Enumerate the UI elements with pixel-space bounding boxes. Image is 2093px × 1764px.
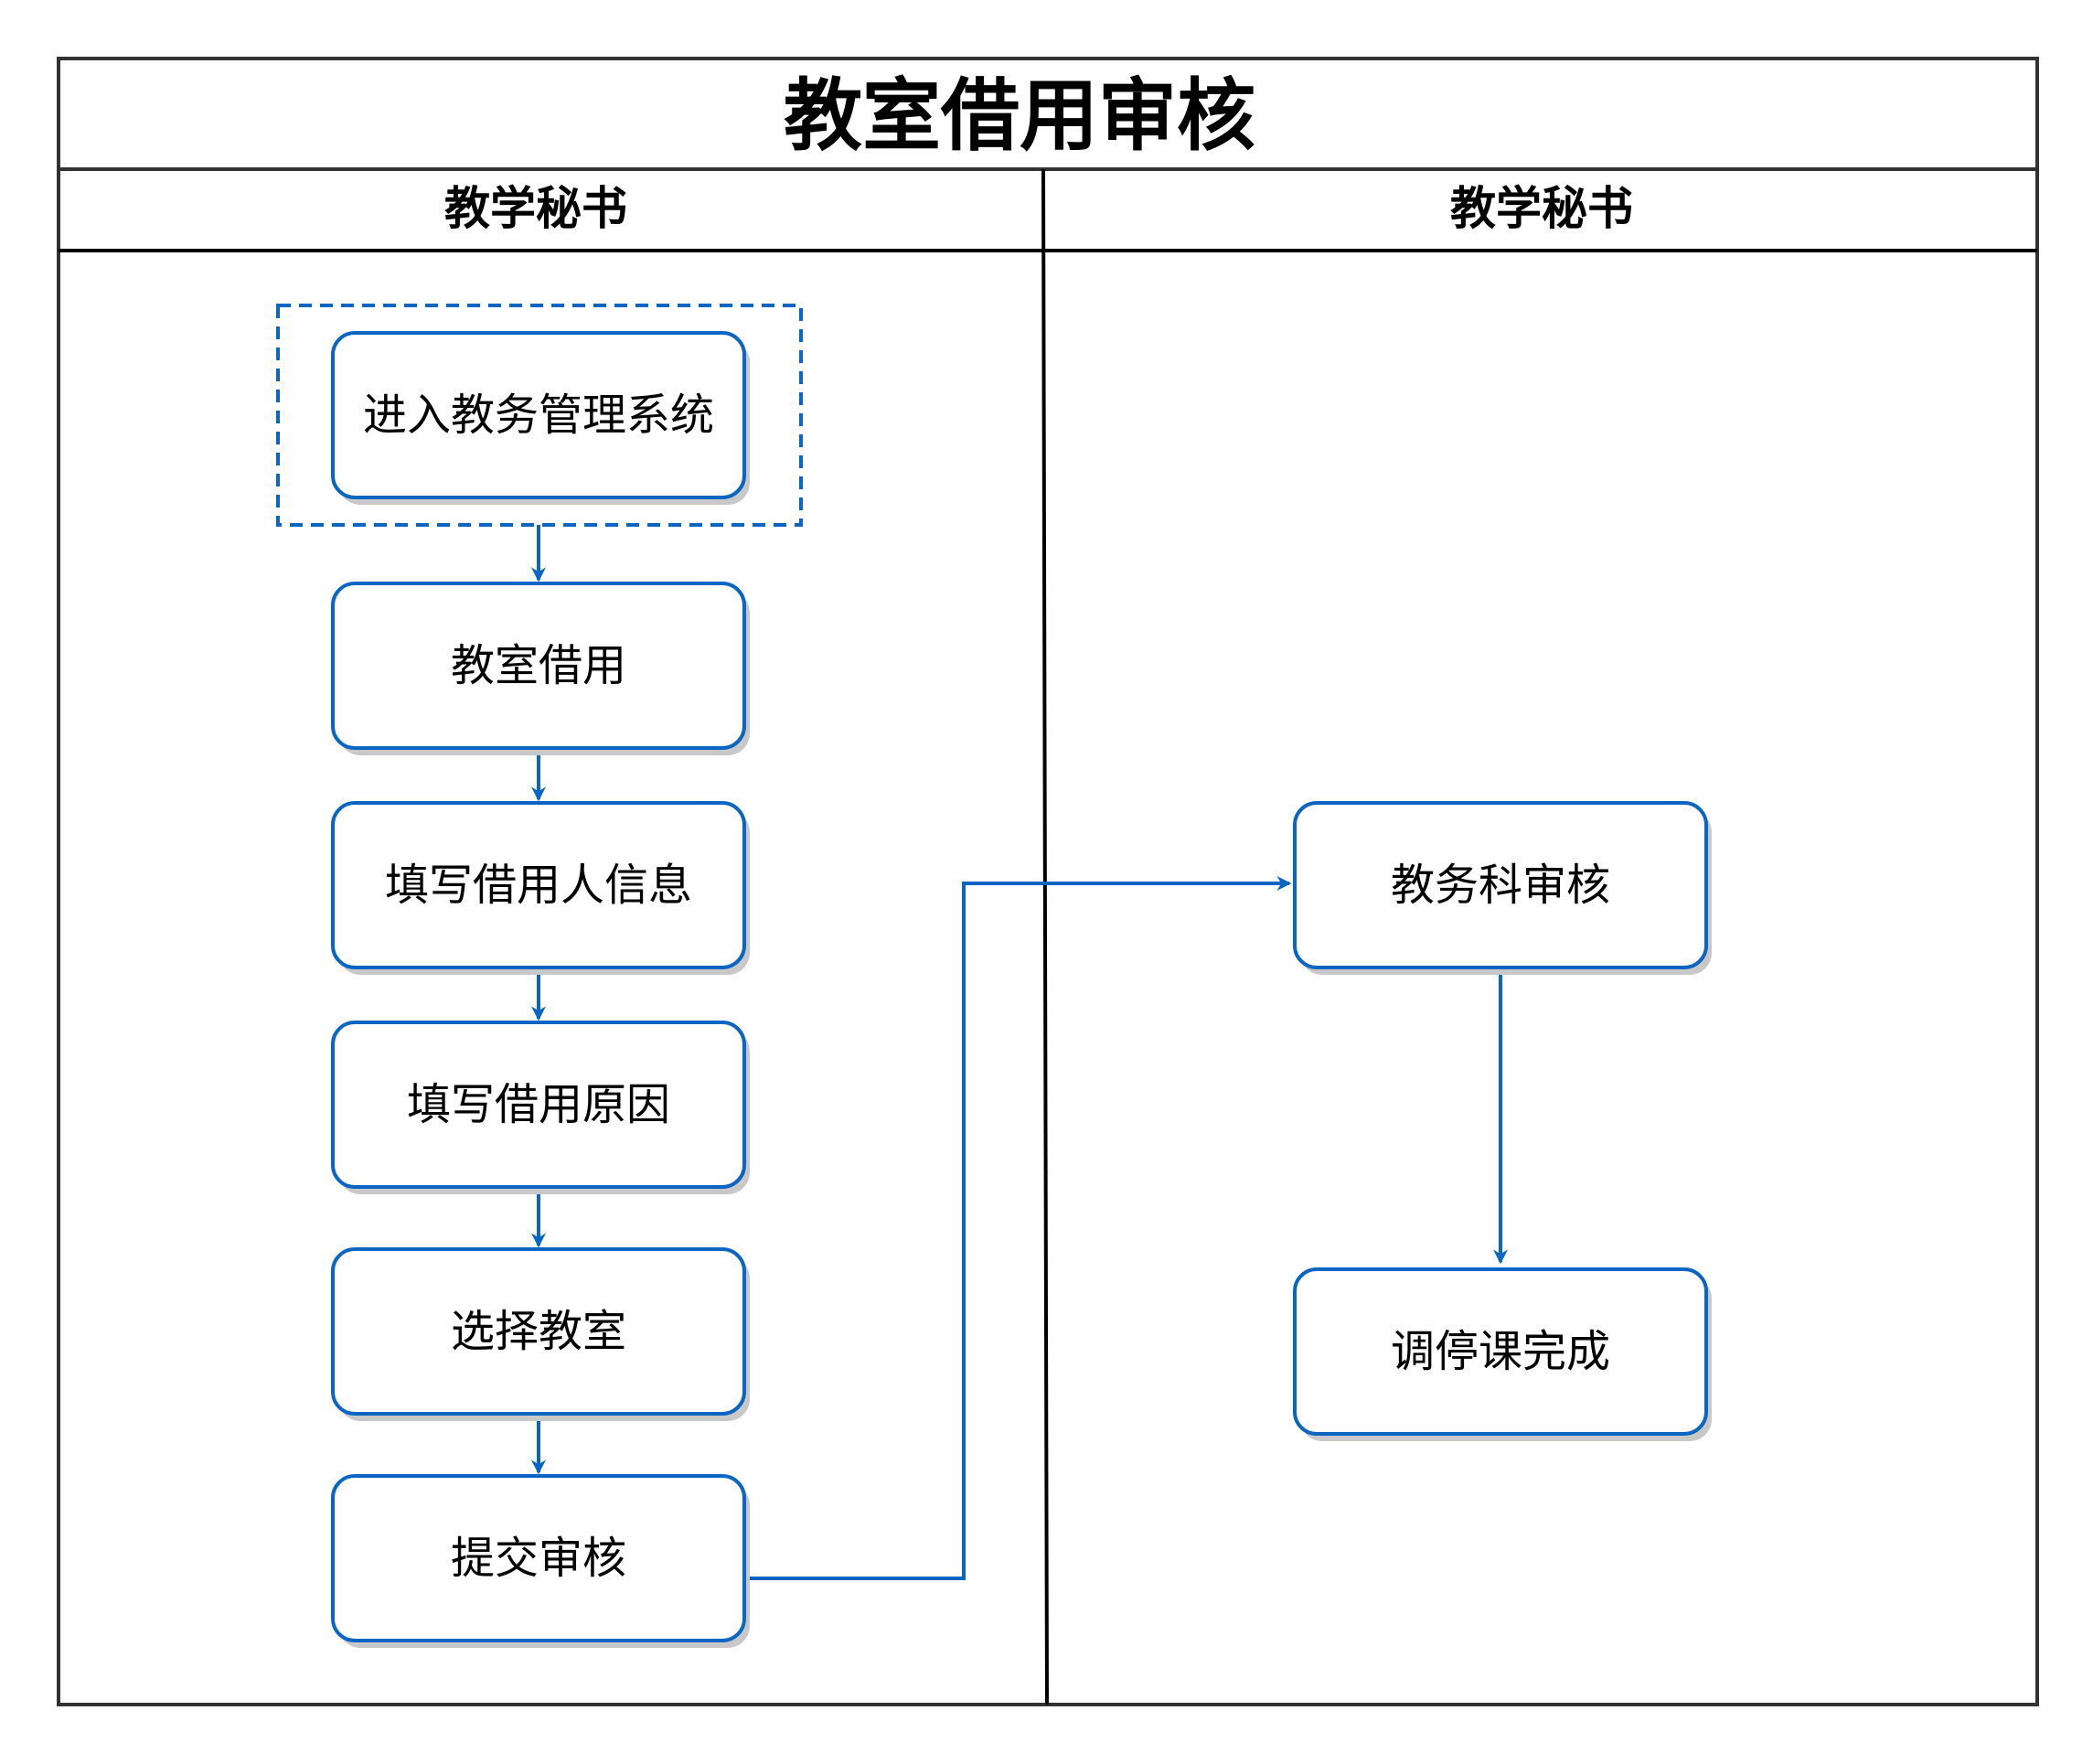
lane-header-left: 教学秘书 [444,182,627,235]
connector-submit-deptreview [746,876,1292,1580]
node-enter-system[interactable]: 进入教务管理系统 [331,331,750,505]
node-fill-borrow-reason[interactable]: 填写借用原因 [331,1021,750,1194]
node-choose-classroom-label: 选择教室 [451,1306,626,1357]
node-fill-borrower-info[interactable]: 填写借用人信息 [331,801,750,975]
node-dept-review-label: 教务科审核 [1391,860,1610,911]
connectors [531,525,1508,1580]
node-submit-review[interactable]: 提交审核 [331,1474,750,1648]
node-choose-classroom[interactable]: 选择教室 [331,1247,750,1421]
node-submit-review-label: 提交审核 [451,1533,626,1584]
node-fill-borrower-info-label: 填写借用人信息 [385,860,692,911]
lane-separator [1041,168,1049,1705]
node-classroom-borrow-label: 教室借用 [451,640,626,691]
node-enter-system-label: 进入教务管理系统 [363,390,714,441]
node-fill-borrow-reason-label: 填写借用原因 [407,1079,670,1130]
node-classroom-borrow[interactable]: 教室借用 [331,582,750,755]
node-complete-label: 调停课完成 [1391,1326,1610,1377]
node-complete[interactable]: 调停课完成 [1293,1267,1712,1441]
start-dashed-frame [276,304,803,527]
diagram-title: 教室借用审核 [784,70,1255,162]
lane-header-right: 教学秘书 [1450,182,1633,235]
node-dept-review[interactable]: 教务科审核 [1293,801,1712,975]
